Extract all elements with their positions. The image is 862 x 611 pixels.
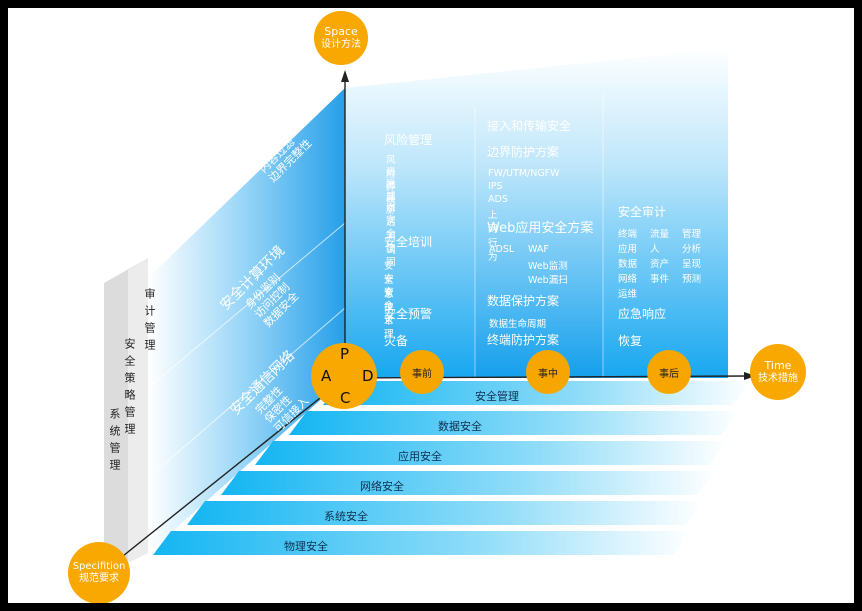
space-zh: 设计方法 [321, 38, 361, 50]
col3-grid-cell: 预测 [682, 274, 702, 285]
time-en: Time [764, 359, 792, 373]
col1-heading-2: 安全培训 [384, 235, 433, 249]
col3-grid-cell: 终端 [618, 229, 638, 240]
spec-zh: 规范要求 [79, 573, 119, 584]
floor-bar [289, 411, 740, 435]
col3-grid: 终端 流量 管理应用 人 分析数据 资产 呈现网络 事件 预测运维 [618, 226, 718, 300]
system-management-label: 系统管理 [108, 408, 121, 476]
col3-grid-cell: 流量 [650, 229, 670, 240]
time-axis-badge: Time 技术措施 [750, 344, 806, 400]
col1-item: 资产 [386, 167, 396, 192]
col2-heading-1: 边界防护方案 [487, 145, 560, 159]
space-en: Space [324, 25, 358, 39]
col2-heading-4: 终端防护方案 [487, 333, 560, 347]
pdca-circle: P A D C [311, 343, 377, 409]
time-zh: 技术措施 [758, 372, 798, 384]
col2-item: WAF [528, 244, 549, 255]
col3-grid-cell: 管理 [682, 229, 702, 240]
col2-item: Web漏扫 [528, 275, 568, 286]
col2-item: FW/UTM/NGFW [488, 168, 560, 179]
spec-axis-badge: Specifition 规范要求 [68, 542, 130, 603]
col1-item: 渗透测试 [386, 203, 396, 256]
col2-item: 数据生命周期 [489, 319, 547, 330]
bar-label-3: 应用安全 [398, 450, 442, 463]
diagram-frame: 安全管理 数据安全 应用安全 网络安全 系统安全 物理安全 安全边界 访问控制 … [8, 8, 854, 603]
col1-heading-4: 灾备 [384, 334, 409, 348]
col3-heading-3: 恢复 [618, 334, 643, 348]
bar-label-5: 系统安全 [324, 510, 368, 523]
col2-item: Web监测 [528, 261, 568, 272]
col3-grid-cell: 应用 [618, 244, 638, 255]
audit-management-label: 审计管理 [143, 288, 156, 356]
space-axis-badge: Space 设计方法 [314, 11, 368, 65]
col2-heading-2: Web应用安全方案 [487, 221, 594, 236]
spec-axis [107, 377, 346, 569]
col2-item: ADS [488, 194, 508, 205]
col1-item: 安全技术 [384, 274, 394, 327]
floor-bar [221, 471, 716, 495]
bar-label-6: 物理安全 [284, 540, 328, 553]
col1-item: 安全加固 [386, 215, 396, 268]
tag-after: 事后 [647, 350, 691, 394]
policy-management-label: 安全策略管理 [123, 338, 136, 440]
floor-bar [255, 441, 728, 465]
tag-during: 事中 [526, 350, 570, 394]
floor-bar [153, 531, 692, 555]
col2-heading-3: 数据保护方案 [487, 294, 560, 308]
col3-grid-cell: 数据 [618, 259, 638, 270]
col1-item: 安全管理 [384, 287, 394, 340]
col2-item: IPS [488, 181, 503, 192]
pdca-a: A [321, 367, 332, 385]
col2-heading-0: 接入和传输安全 [487, 119, 572, 133]
bar-label-4: 网络安全 [360, 480, 404, 493]
floor-bar [187, 501, 704, 525]
tag-before: 事前 [400, 350, 444, 394]
col1-item: 风险评估 [386, 155, 396, 208]
col3-heading-1: 安全审计 [618, 205, 667, 219]
col3-grid-cell: 呈现 [682, 259, 702, 270]
pdca-p: P [340, 345, 350, 363]
col1-item: 脆弱 [386, 179, 396, 204]
cube-graphics [104, 48, 756, 573]
col3-grid-cell: 资产 [650, 259, 670, 270]
pdca-c: C [340, 389, 351, 407]
col3-grid-cell: 分析 [682, 244, 702, 255]
col1-heading-3: 安全预警 [384, 307, 433, 321]
column-shade [475, 108, 603, 378]
col3-grid-cell: 人 [650, 244, 660, 255]
col3-grid-cell: 事件 [650, 274, 670, 285]
pdca-d: D [362, 367, 374, 385]
col1-item: 安全意识 [384, 261, 394, 314]
col2-item: 上网行为 [488, 210, 498, 263]
col1-item: 威胁 [386, 191, 396, 216]
col2-item: ADSL [489, 244, 515, 255]
col1-heading-1: 风险管理 [384, 133, 433, 147]
bar-label-1: 安全管理 [475, 390, 519, 403]
left-wall [148, 88, 345, 553]
col3-grid-cell: 网络 [618, 274, 638, 285]
bar-label-2: 数据安全 [438, 420, 482, 433]
col3-grid-cell: 运维 [618, 289, 638, 300]
col3-heading-2: 应急响应 [618, 307, 667, 321]
spec-en: Specifition [72, 561, 126, 572]
